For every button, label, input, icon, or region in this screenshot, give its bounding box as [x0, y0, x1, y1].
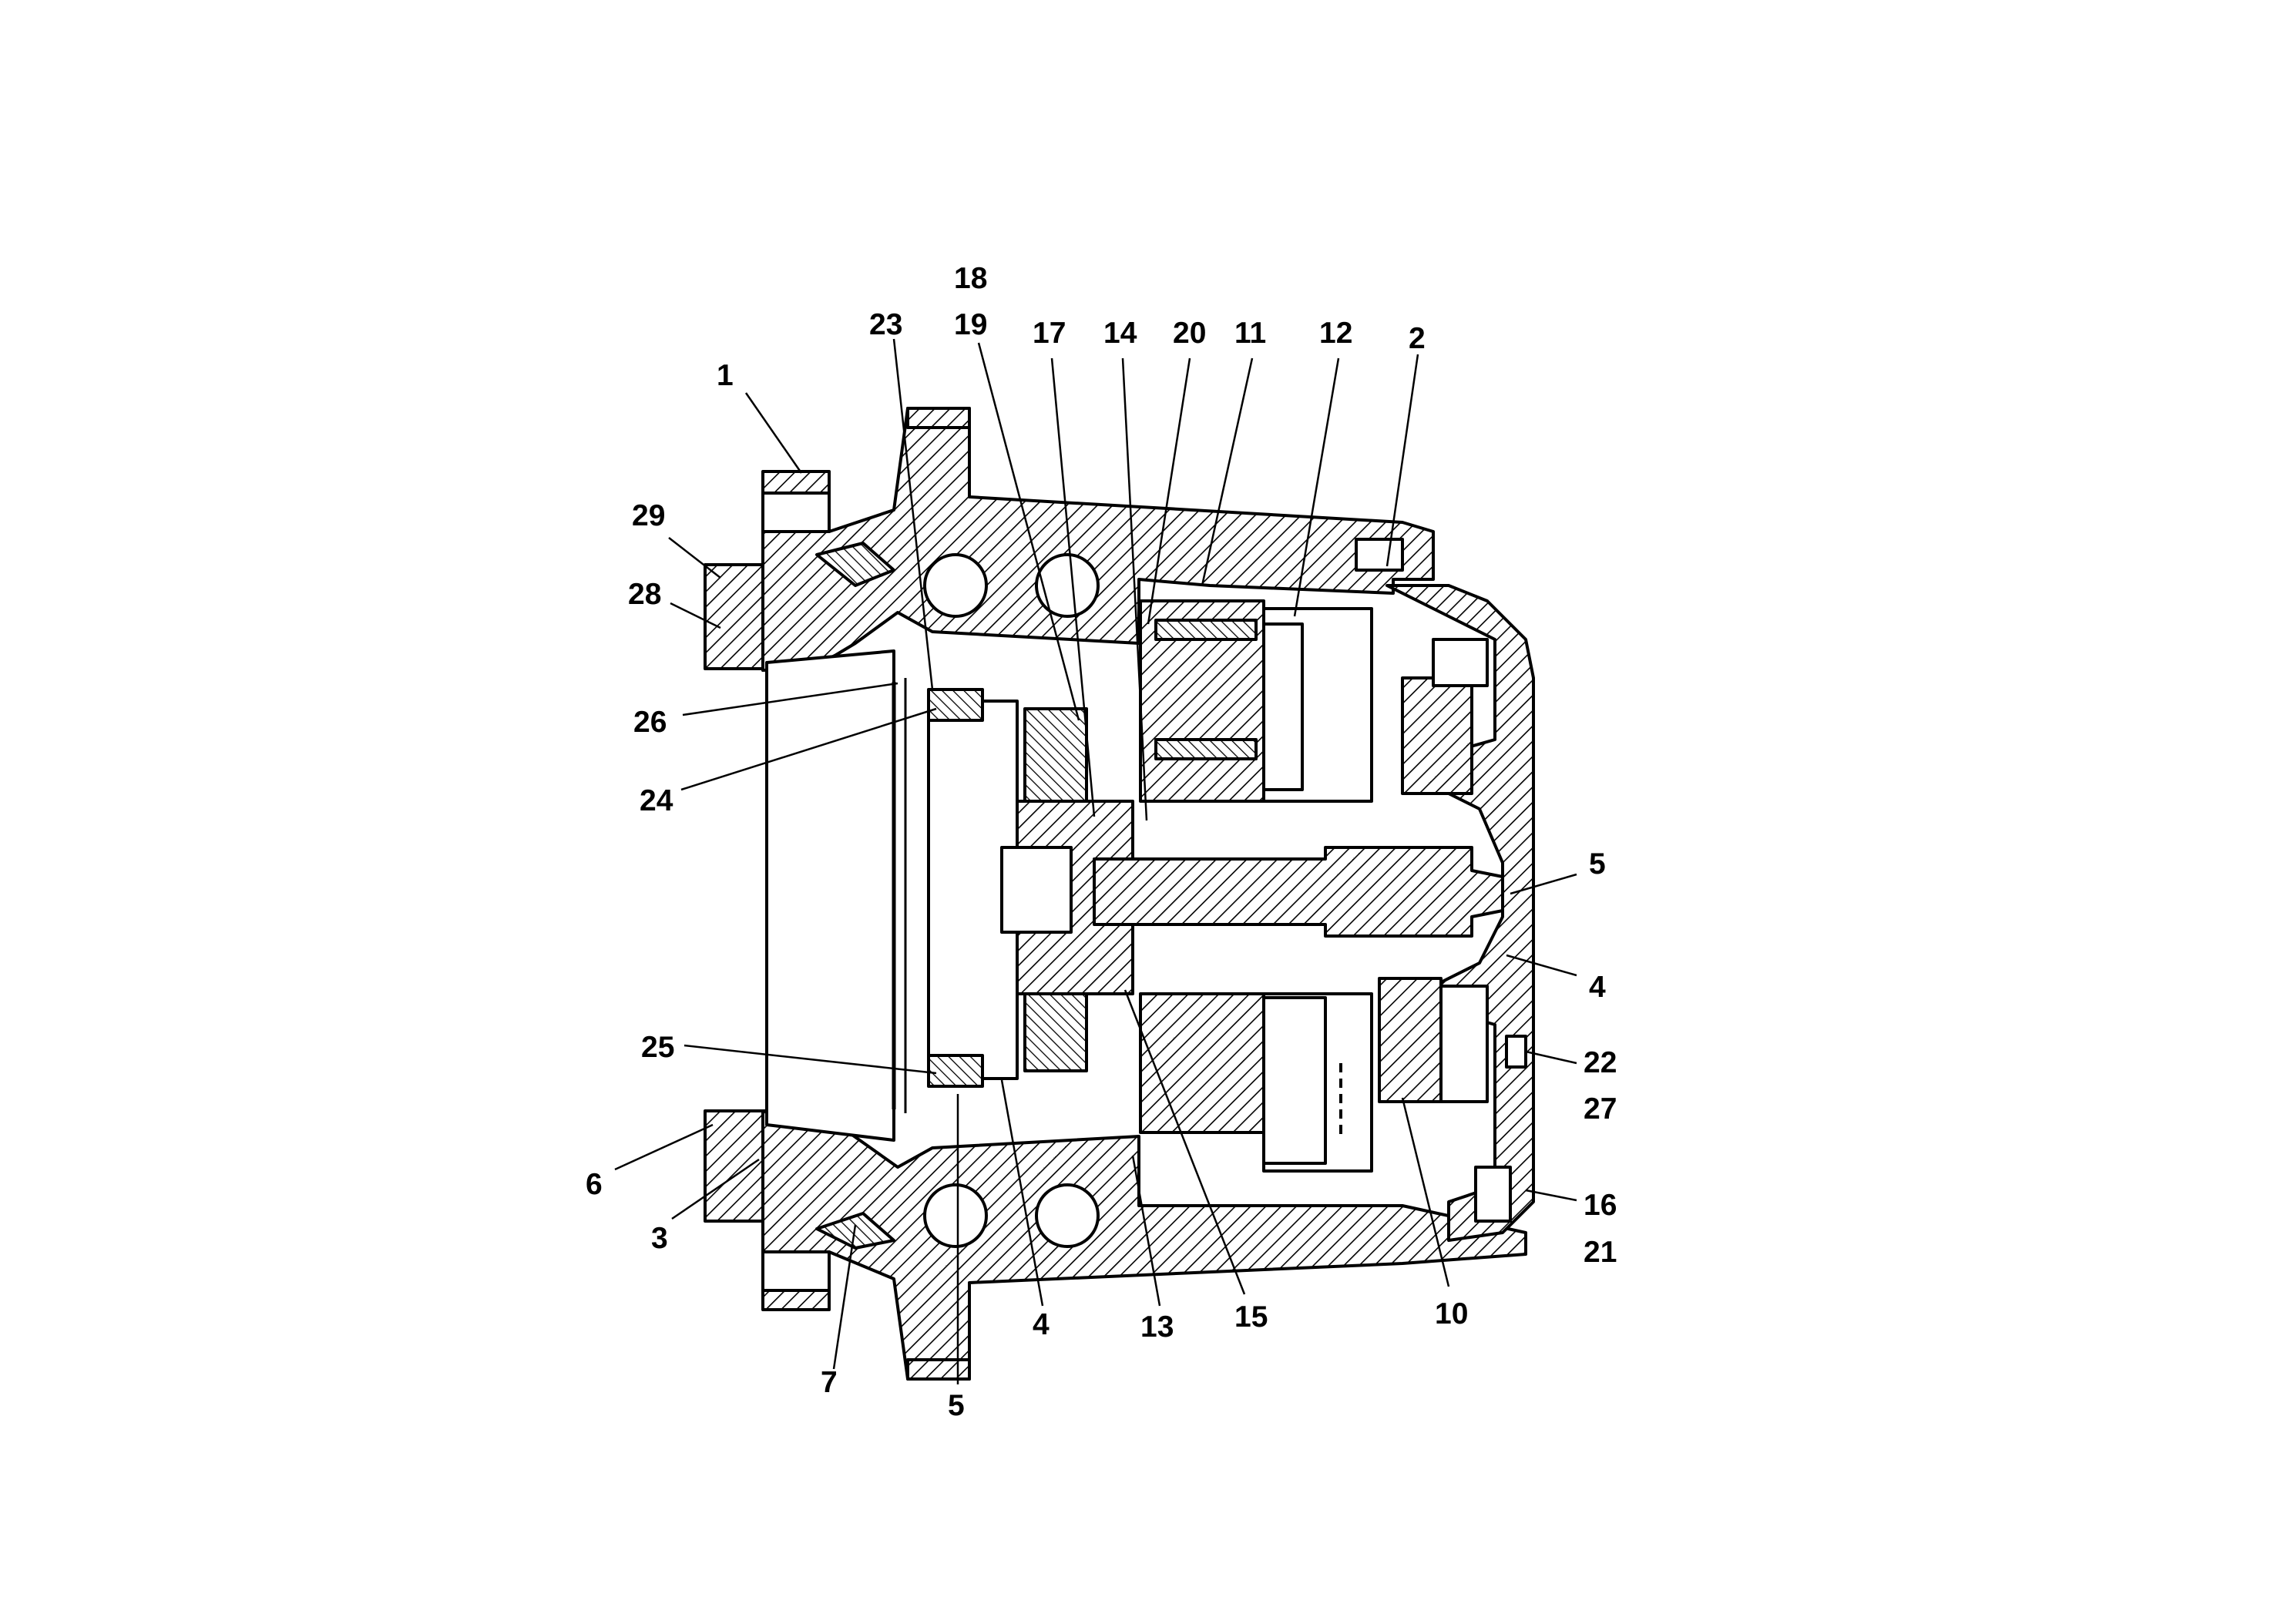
callout-20: 20 [1173, 317, 1207, 350]
callout-10: 10 [1435, 1297, 1469, 1330]
leader-19 [977, 342, 1080, 721]
callout-26: 26 [633, 706, 667, 739]
callout-3: 3 [651, 1222, 668, 1255]
needle-upper [1154, 619, 1258, 641]
leader-5b [1510, 873, 1577, 895]
lower-housing [761, 1108, 1527, 1381]
callout-14: 14 [1103, 317, 1137, 350]
callout-13: 13 [1140, 1310, 1174, 1344]
leader-7 [832, 1224, 857, 1370]
leader-13 [1131, 1155, 1161, 1307]
callout-27: 27 [1584, 1092, 1617, 1126]
callout-12: 12 [1319, 317, 1353, 350]
leader-22 [1525, 1050, 1577, 1065]
callout-18: 18 [954, 262, 988, 295]
chamber-lower [1262, 996, 1327, 1165]
bearing-block-upper [1432, 638, 1489, 687]
leader-29 [668, 537, 721, 579]
leader-4b [1506, 954, 1577, 977]
top-lug [906, 407, 971, 429]
callout-5b: 5 [1589, 847, 1606, 881]
callout-21: 21 [1584, 1236, 1617, 1269]
needle-upper-b [1154, 738, 1258, 760]
flange-bolt-upper [761, 492, 831, 533]
leader-3 [671, 1158, 760, 1220]
leader-15 [1123, 989, 1246, 1295]
upper-flange [704, 563, 764, 670]
bearing-ball-upper-right [1035, 553, 1100, 618]
bearing-ball-lower-right [1035, 1183, 1100, 1248]
leader-1 [744, 392, 803, 474]
leader-12 [1293, 357, 1340, 617]
bearing-ball-upper-left [923, 553, 988, 618]
center-body-lower [1139, 992, 1265, 1134]
leader-25 [683, 1044, 937, 1075]
callout-7: 7 [821, 1366, 838, 1399]
leader-16 [1525, 1189, 1577, 1202]
leader-17 [1050, 357, 1096, 817]
flange-bolt-lower [761, 1250, 831, 1292]
callout-2: 2 [1409, 322, 1426, 355]
callout-16: 16 [1584, 1189, 1617, 1222]
callout-29: 29 [632, 499, 666, 532]
leader-4a [1000, 1079, 1044, 1307]
callout-5a: 5 [948, 1389, 965, 1422]
leader-28 [670, 602, 721, 629]
bearing-ball-lower-left [923, 1183, 988, 1248]
gear-block-upper [1401, 676, 1473, 795]
leader-14 [1121, 357, 1148, 821]
lower-flange [704, 1109, 764, 1223]
callout-1: 1 [717, 359, 734, 392]
inner-bore [765, 649, 895, 1142]
plug-2 [1355, 538, 1404, 572]
callout-15: 15 [1234, 1300, 1268, 1334]
chamber-upper [1262, 622, 1304, 791]
callout-23: 23 [869, 308, 903, 341]
callout-28: 28 [628, 578, 662, 611]
leader-26 [682, 682, 898, 716]
spline-hub [1000, 846, 1073, 934]
bearing-block-lower [1439, 985, 1489, 1103]
plug-16 [1474, 1166, 1512, 1223]
output-shaft [1093, 846, 1512, 938]
callout-17: 17 [1033, 317, 1066, 350]
leader-24 [680, 707, 937, 791]
spring-upper [927, 688, 984, 722]
callout-6: 6 [586, 1168, 603, 1201]
motor-body [704, 407, 1535, 1381]
callout-19: 19 [954, 308, 988, 341]
spring-lower [927, 1054, 984, 1088]
callout-11: 11 [1234, 317, 1267, 350]
leader-2 [1385, 354, 1419, 567]
callout-25: 25 [641, 1031, 675, 1064]
callout-24: 24 [640, 784, 673, 817]
bottom-lug [906, 1358, 971, 1381]
callout-4a: 4 [1033, 1308, 1050, 1341]
plug-22 [1505, 1035, 1527, 1069]
leader-10 [1401, 1097, 1450, 1287]
leader-20 [1147, 357, 1191, 625]
leader-23 [892, 338, 934, 690]
callout-4b: 4 [1589, 971, 1606, 1004]
gear-block-lower [1378, 977, 1443, 1103]
callout-22: 22 [1584, 1046, 1617, 1079]
seal-upper [815, 542, 895, 587]
leader-11 [1201, 357, 1254, 586]
leader-6 [614, 1123, 714, 1171]
leader-lines [614, 338, 1577, 1384]
